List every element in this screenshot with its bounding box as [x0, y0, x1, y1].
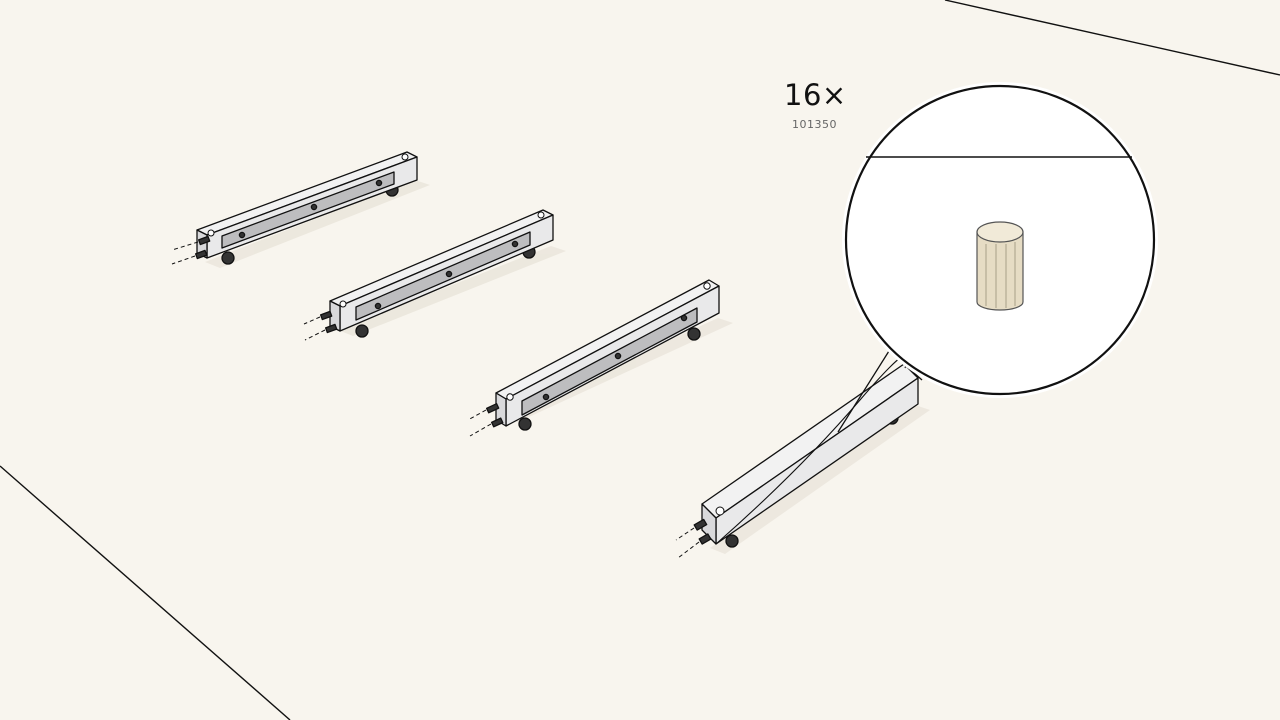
rail-slot	[355, 231, 531, 321]
rail-screw	[542, 393, 550, 401]
rail-foot	[355, 324, 369, 338]
rail-front-face	[715, 377, 919, 545]
rail-screw	[374, 302, 382, 310]
rail-screw	[310, 203, 318, 211]
rail-3	[467, 279, 720, 437]
rail-hole	[703, 282, 711, 290]
rail-foot	[687, 327, 701, 341]
rail-screw	[445, 270, 453, 278]
rail-dowels	[485, 403, 504, 428]
rail-foot	[221, 251, 235, 265]
rail-hole	[506, 393, 514, 401]
rail-dowels	[194, 235, 211, 260]
rail-1	[171, 151, 418, 265]
insertion-guides	[675, 527, 700, 559]
rail-dowels	[319, 310, 338, 334]
rail-slot	[521, 307, 698, 416]
rail-screw	[238, 231, 246, 239]
panel-edge-left	[0, 465, 291, 720]
detail-magnifier	[842, 82, 1158, 398]
rail-4	[675, 354, 919, 559]
rail-dowels	[693, 518, 712, 545]
quantity-label: 16×	[784, 78, 847, 112]
insertion-guides	[303, 316, 326, 341]
insertion-guides	[467, 409, 492, 437]
insertion-guides	[171, 241, 199, 265]
rail-slot	[221, 171, 395, 249]
rail-hole	[715, 506, 725, 516]
dowel-icon	[976, 221, 1024, 311]
rail-hole	[339, 300, 347, 308]
rail-screw	[375, 179, 383, 187]
rail-screw	[680, 314, 688, 322]
rail-shadows	[205, 180, 930, 554]
rail-screw	[614, 352, 622, 360]
rail-2	[303, 209, 554, 341]
rail-end-face	[495, 392, 507, 427]
rail-hole	[207, 229, 215, 237]
panel-edge-top	[944, 0, 1280, 76]
rail-screw	[511, 240, 519, 248]
rail-foot	[725, 534, 739, 548]
part-number: 101350	[792, 118, 837, 131]
rail-hole	[401, 153, 409, 161]
rail-hole	[537, 211, 545, 219]
rail-foot	[518, 417, 532, 431]
rail-end-face	[329, 300, 341, 332]
